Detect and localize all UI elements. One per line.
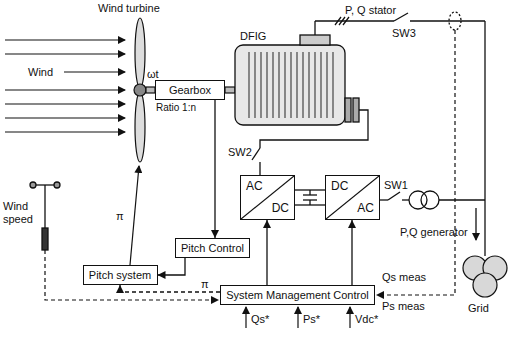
connector xyxy=(263,220,271,285)
box-subtext: Ratio 1:n xyxy=(156,102,196,113)
reference-input: Qs* xyxy=(251,313,269,326)
box-text: Pitch Control xyxy=(181,242,244,254)
arrow-head xyxy=(211,230,219,238)
box-text: Pitch system xyxy=(89,269,151,281)
switch-label: SW1 xyxy=(384,179,408,192)
stator-line xyxy=(315,12,485,256)
arrow-head xyxy=(263,220,271,228)
generator-power-label: P,Q generator xyxy=(400,226,468,239)
generator-label: DFIG xyxy=(240,30,266,43)
dfig-generator xyxy=(235,21,359,125)
box-text: AC xyxy=(246,180,263,193)
box-text: Gearbox xyxy=(169,84,211,96)
switch-label: SW3 xyxy=(392,27,416,40)
grid-symbol xyxy=(463,256,507,297)
box-subtext: AC xyxy=(357,202,374,215)
box-text: System Management Control xyxy=(226,289,368,301)
measured-input: Ps meas xyxy=(382,300,425,313)
wind-arrows xyxy=(5,40,125,132)
reference-input: Ps* xyxy=(303,313,320,326)
box-text: DC xyxy=(331,180,348,193)
turbine-title: Wind turbine xyxy=(98,2,160,15)
reference-input: Vdc* xyxy=(355,313,378,326)
rotor-wires xyxy=(252,110,368,175)
measured-input: Qs meas xyxy=(382,271,426,284)
box-subtext: DC xyxy=(272,202,289,215)
connector xyxy=(348,220,356,285)
sensor-label: Wind speed xyxy=(3,200,41,225)
pitch-control-box: Pitch Control xyxy=(175,238,250,258)
connector xyxy=(158,258,186,279)
gearbox-box: GearboxRatio 1:n xyxy=(155,80,225,100)
grid-side-wires xyxy=(380,191,485,240)
edge-label: π xyxy=(200,278,210,291)
arrow-head xyxy=(158,271,166,279)
anemometer xyxy=(30,182,60,250)
control-box: System Management Control xyxy=(220,285,375,305)
grid-label: Grid xyxy=(468,302,489,315)
connector xyxy=(295,190,325,191)
turbine-rotor xyxy=(134,18,146,162)
connector xyxy=(211,100,219,238)
pitch-system-box: Pitch system xyxy=(83,265,158,285)
rectifier-box: AC DC xyxy=(240,175,295,220)
speed-symbol: ωt xyxy=(147,68,159,81)
pitch-signal: π xyxy=(116,210,124,223)
signal-lines xyxy=(45,30,455,328)
switch-label: SW2 xyxy=(228,146,252,159)
inverter-box: DC AC xyxy=(325,175,380,220)
arrow-head xyxy=(116,285,124,293)
stator-power-label: P, Q stator xyxy=(345,4,396,17)
arrow-head xyxy=(348,220,356,228)
dc-link xyxy=(295,190,325,205)
wind-label: Wind xyxy=(28,66,53,79)
